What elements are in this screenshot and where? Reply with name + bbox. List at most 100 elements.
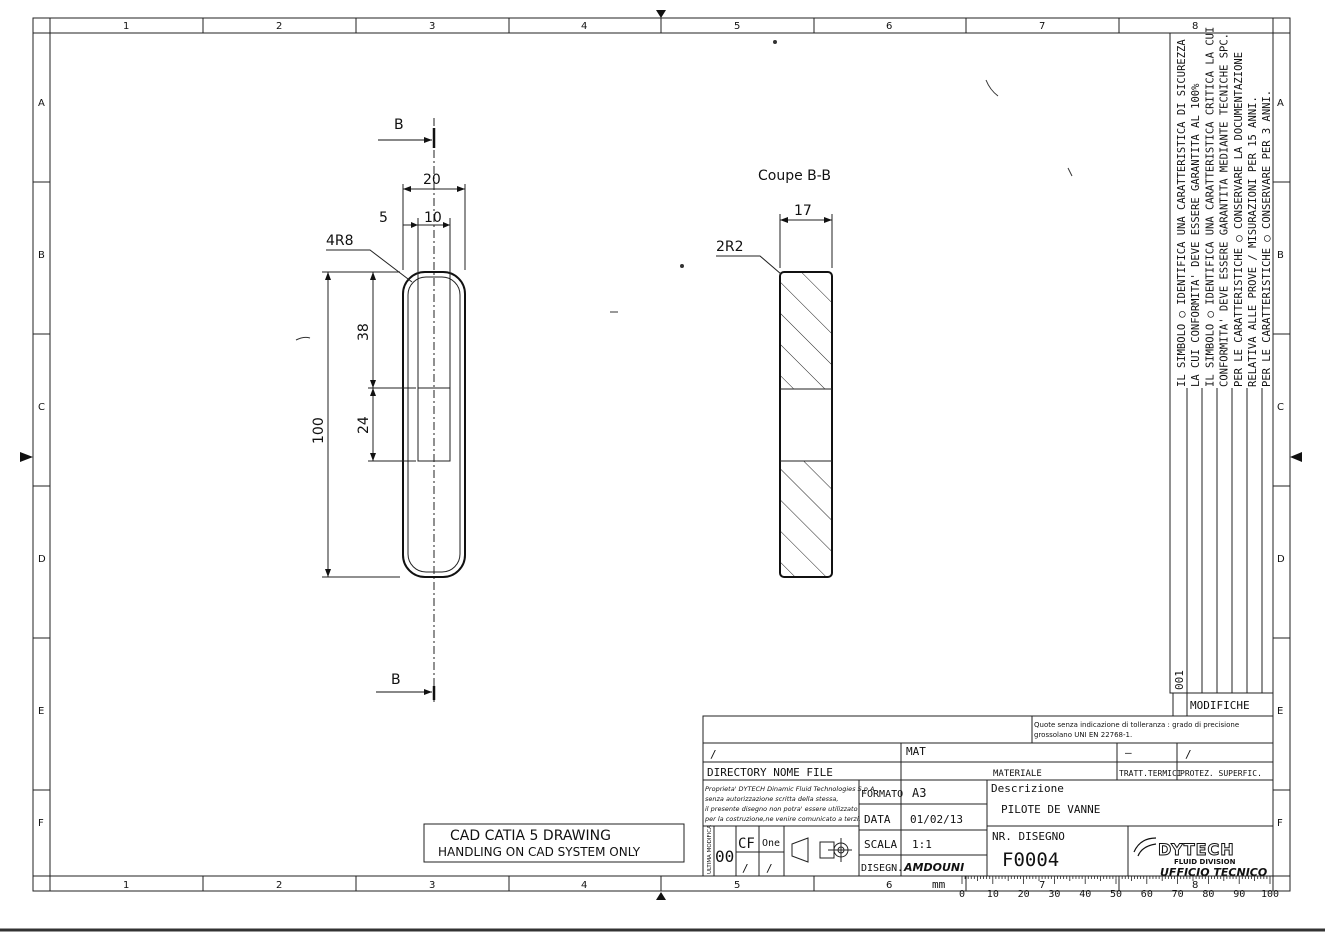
column-label: 5: [734, 880, 740, 891]
company-name: DYTECH: [1158, 840, 1235, 859]
slash-4: /: [766, 862, 773, 875]
slash-2: /: [1185, 748, 1192, 761]
row-label: B: [38, 250, 45, 261]
section-view: Coupe B-B 17 2R2: [716, 168, 833, 578]
slash-3: /: [742, 862, 749, 875]
radius-label: 4R8: [326, 233, 354, 249]
ownership-2: senza autorizzazione scritta della stess…: [705, 795, 838, 803]
row-label: C: [1277, 402, 1284, 413]
column-label: 2: [276, 21, 282, 32]
centering-arrows: [20, 10, 1302, 900]
directory-label: DIRECTORY NOME FILE: [707, 766, 833, 779]
row-label: E: [38, 706, 44, 717]
nr-disegno-label: NR. DISEGNO: [992, 830, 1065, 843]
ultima-modifica-label: ULTIMA MODIFICA: [707, 825, 713, 874]
formato-label: FORMATO: [861, 789, 903, 800]
column-label: 7: [1039, 21, 1045, 32]
descrizione-value: PILOTE DE VANNE: [1001, 803, 1100, 816]
ownership-3: il presente disegno non potra' essere ut…: [705, 805, 858, 813]
column-label: 7: [1039, 880, 1045, 891]
safety-note-line: RELATIVA ALLE PROVE / MISURAZIONI PER 15…: [1247, 96, 1259, 387]
dytech-logo: DYTECH FLUID DIVISION UFFICIO TECNICO: [1133, 837, 1267, 879]
column-label: 1: [123, 880, 129, 891]
column-label: 1: [123, 21, 129, 32]
drawing-frame: [0, 17, 1325, 932]
row-label: E: [1277, 706, 1283, 717]
ruler-label: 40: [1079, 889, 1091, 900]
projection-symbol-icon: [791, 837, 852, 863]
one-label: One: [762, 838, 780, 849]
scala-label: SCALA: [864, 838, 897, 851]
tolerance-note-2: grossolano UNI EN 22768-1.: [1034, 731, 1132, 739]
ruler-label: 70: [1172, 889, 1184, 900]
dim-24: 24: [356, 416, 372, 434]
ruler-label: 0: [959, 889, 965, 900]
radius-label-2: 2R2: [716, 239, 744, 255]
column-label: 6: [886, 21, 892, 32]
row-label: D: [38, 554, 46, 565]
materiale-label: MATERIALE: [993, 769, 1042, 779]
column-label: 6: [886, 880, 892, 891]
ruler-label: 10: [987, 889, 999, 900]
cf-label: CF: [738, 836, 755, 852]
disegn-value: AMDOUNI: [903, 861, 964, 874]
descrizione-label: Descrizione: [991, 782, 1064, 795]
disegn-label: DISEGN.: [861, 863, 903, 874]
dim-20: 20: [423, 172, 441, 188]
tratt-label: TRATT.TERMICI: [1119, 769, 1182, 778]
tolerance-note-1: Quote senza indicazione di tolleranza : …: [1034, 721, 1239, 729]
column-label: 4: [581, 21, 587, 32]
column-label: 3: [429, 21, 435, 32]
scan-marks: [295, 40, 1073, 341]
mat-label: MAT: [906, 745, 926, 758]
column-label: 4: [581, 880, 587, 891]
row-label: F: [38, 818, 44, 829]
safety-note-line: PER LE CARATTERISTICHE ◯ CONSERVARE PER …: [1261, 90, 1273, 387]
row-label: C: [38, 402, 45, 413]
safety-note-line: CONFORMITA' DEVE ESSERE GARANTITA MEDIAN…: [1219, 33, 1231, 387]
title-block: Quote senza indicazione di tolleranza : …: [702, 693, 1274, 879]
ownership-4: per la costruzione,ne venire comunicato …: [704, 815, 861, 823]
revision-index: 001: [1173, 670, 1186, 690]
ruler-unit: mm: [932, 878, 946, 891]
row-markers-left: A B C D E F: [33, 32, 50, 877]
protez-label: PROTEZ. SUPERFIC.: [1180, 769, 1262, 778]
cad-notice-box: CAD CATIA 5 DRAWING HANDLING ON CAD SYST…: [423, 823, 685, 863]
row-label: A: [1277, 98, 1284, 109]
column-label: 3: [429, 880, 435, 891]
safety-note-line: IL SIMBOLO ◯ IDENTIFICA UNA CARATTERISTI…: [1204, 27, 1216, 387]
row-label: B: [1277, 250, 1284, 261]
dash-value: –: [1125, 746, 1132, 759]
section-mark-bottom: B: [391, 672, 401, 688]
slash-1: /: [710, 748, 717, 761]
section-mark-top: B: [394, 117, 404, 133]
data-value: 01/02/13: [910, 813, 963, 826]
section-title: Coupe B-B: [758, 168, 831, 184]
scala-value: 1:1: [912, 838, 932, 851]
column-label: 8: [1192, 880, 1198, 891]
column-label: 5: [734, 21, 740, 32]
scale-ruler: mm 0 10 20 30 40 50 60 70 80 90 100: [932, 875, 1279, 900]
company-sub: FLUID DIVISION: [1174, 858, 1236, 866]
ruler-label: 80: [1202, 889, 1214, 900]
column-markers-bottom: 1 2 3 4 5 6 7 8: [49, 876, 1274, 891]
column-label: 2: [276, 880, 282, 891]
dim-38: 38: [356, 323, 372, 341]
safety-notes-panel: IL SIMBOLO ◯ IDENTIFICA UNA CARATTERISTI…: [1169, 27, 1274, 716]
ruler-label: 50: [1110, 889, 1122, 900]
modifiche-label: MODIFICHE: [1190, 699, 1250, 712]
ruler-label: 60: [1141, 889, 1153, 900]
dim-17: 17: [794, 203, 812, 219]
front-view: B B 20 5 10 4R8 100: [311, 117, 466, 705]
ruler-label: 20: [1018, 889, 1030, 900]
ruler-label: 100: [1261, 889, 1279, 900]
cad-line-1: CAD CATIA 5 DRAWING: [450, 828, 611, 844]
data-label: DATA: [864, 813, 891, 826]
ruler-label: 30: [1048, 889, 1060, 900]
safety-note-line: PER LE CARATTERISTICHE ◯ CONSERVARE LA D…: [1233, 52, 1245, 387]
mod-value: 00: [715, 847, 734, 866]
row-label: A: [38, 98, 45, 109]
ruler-label: 90: [1233, 889, 1245, 900]
